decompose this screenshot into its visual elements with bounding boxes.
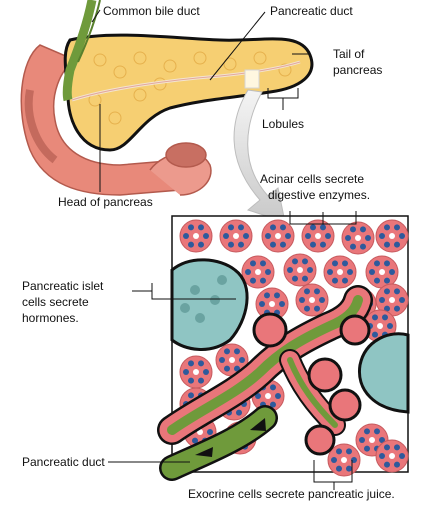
label-common-bile-duct: Common bile duct: [103, 4, 200, 18]
label-islet-line3: hormones.: [22, 311, 79, 325]
pancreatic-islet-right: [357, 332, 410, 414]
label-tail-of-pancreas-line1: Tail of: [333, 47, 365, 61]
pancreas-illustration: [62, 0, 314, 152]
pancreatic-islet-left: [170, 258, 249, 351]
magnification-arrow: [233, 89, 286, 223]
label-acinar-line1: Acinar cells secrete: [260, 172, 364, 186]
label-leader-lines: [91, 9, 357, 490]
label-pancreatic-duct-top: Pancreatic duct: [270, 4, 353, 18]
label-pancreatic-duct-bottom: Pancreatic duct: [22, 455, 105, 469]
label-head-of-pancreas: Head of pancreas: [58, 195, 153, 209]
label-lobules: Lobules: [262, 117, 304, 131]
label-exocrine-cells: Exocrine cells secrete pancreatic juice.: [188, 487, 395, 501]
label-tail-of-pancreas-line2: pancreas: [333, 63, 382, 77]
label-acinar-line2: digestive enzymes.: [268, 188, 370, 202]
exocrine-duct-lobules: [157, 285, 373, 481]
label-islet-line2: cells secrete: [22, 295, 89, 309]
label-islet-line1: Pancreatic islet: [22, 279, 104, 293]
duodenum: [20, 44, 212, 196]
magnified-tissue-panel: [157, 215, 410, 481]
